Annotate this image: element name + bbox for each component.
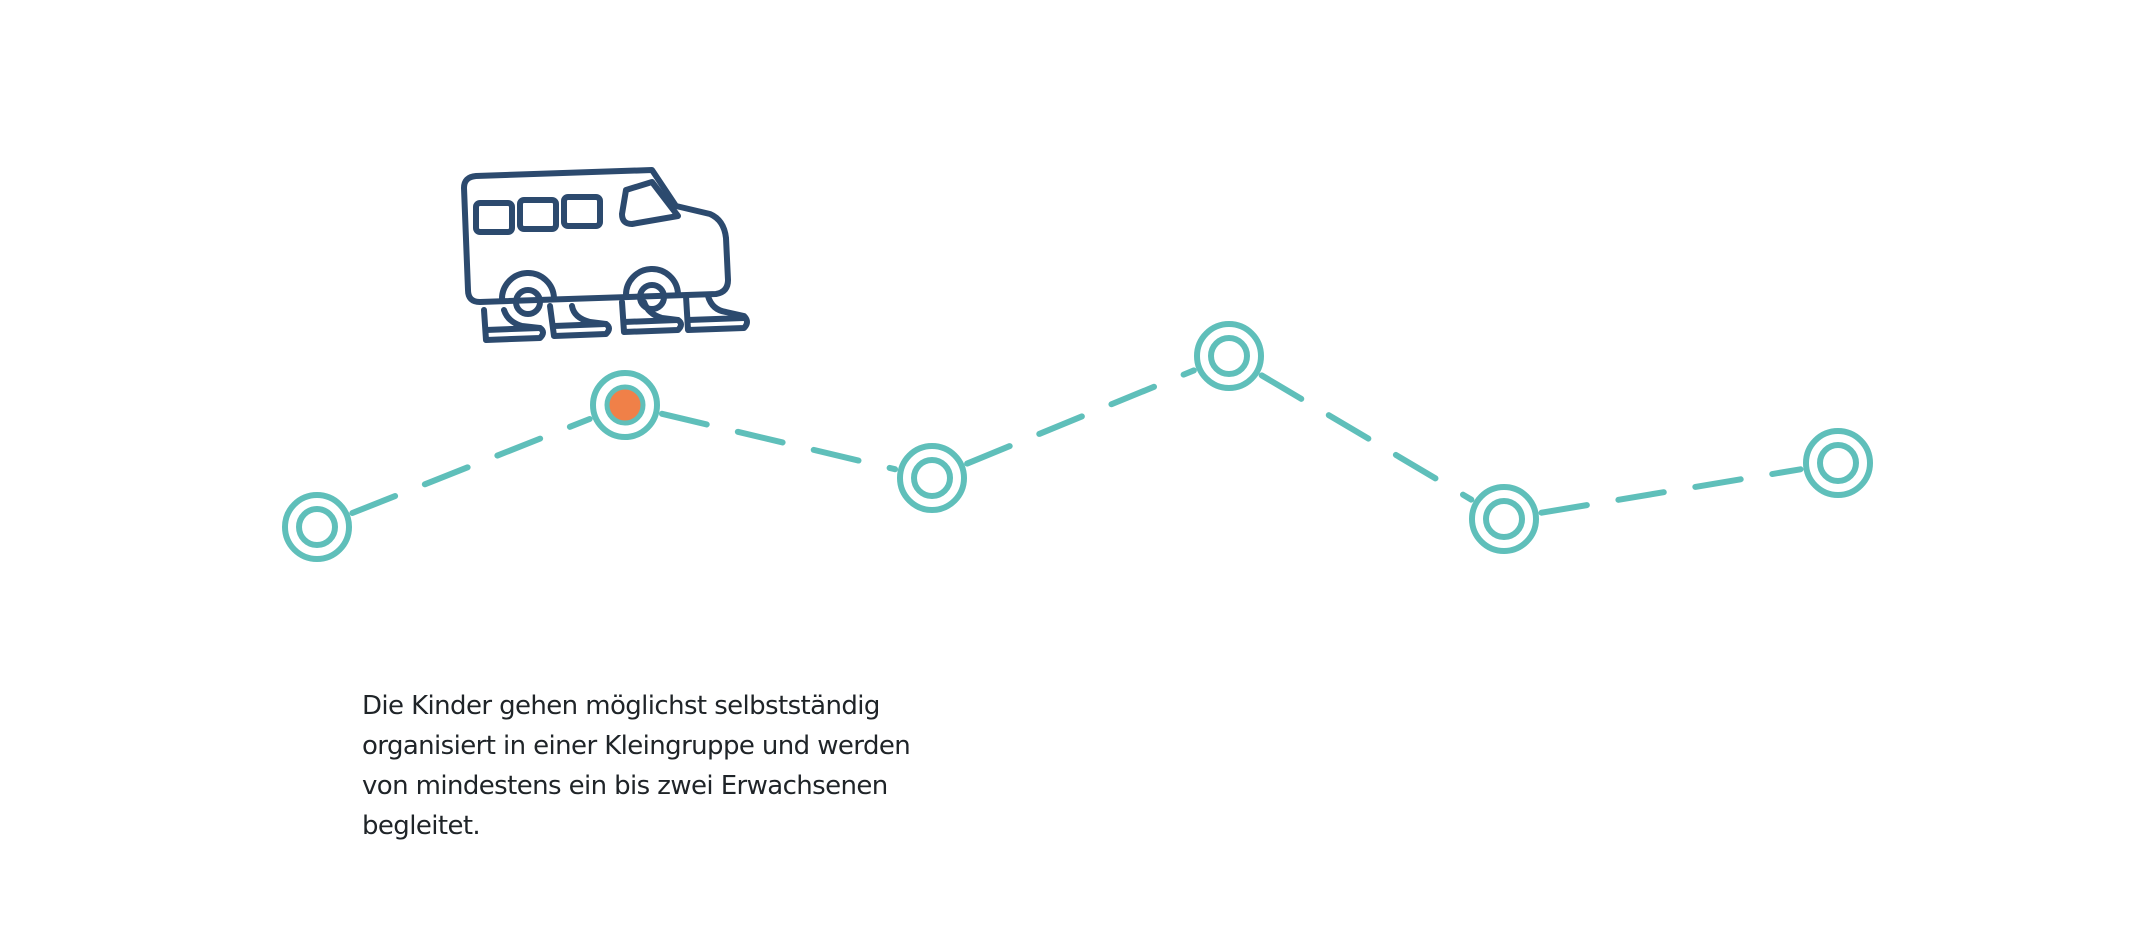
route-path (349, 367, 1804, 517)
route-stop (282, 492, 352, 562)
stop-inner-ring (911, 457, 953, 499)
route-stop (897, 443, 967, 513)
route-segment (658, 410, 899, 473)
stop-ring-icon (282, 492, 352, 562)
stop-ring-icon (1194, 321, 1264, 391)
current-stop (590, 370, 660, 440)
bus-windshield (619, 179, 681, 227)
caption-line: organisiert in einer Kleingruppe und wer… (362, 731, 911, 761)
caption-text: Die Kinder gehen möglichst selbstständig… (362, 686, 922, 846)
bus-body (461, 167, 731, 305)
caption-line: begleitet. (362, 811, 481, 841)
caption-line: Die Kinder gehen möglichst selbstständig (362, 691, 880, 721)
stop-inner-ring (296, 506, 338, 548)
route-segment (964, 367, 1197, 467)
stop-ring-icon (897, 443, 967, 513)
bus-with-feet-icon (461, 167, 750, 343)
stop-ring-icon (1469, 484, 1539, 554)
bus-wheel (498, 270, 557, 317)
caption-line: von mindestens ein bis zwei Erwachsenen (362, 771, 888, 801)
bus-wheel (622, 266, 681, 312)
route-stop (1469, 484, 1539, 554)
stop-inner-ring (1483, 498, 1525, 540)
stop-inner-ring (1817, 442, 1859, 484)
shoe-icon (547, 303, 612, 339)
route-stops (282, 321, 1873, 562)
route-stop (1194, 321, 1264, 391)
current-stop-dot-icon (604, 384, 646, 426)
route-stop (1803, 428, 1873, 498)
bus-window (473, 200, 515, 235)
route-segment (1538, 466, 1804, 516)
bus-window (517, 197, 559, 232)
stop-inner-ring (1208, 335, 1250, 377)
bus-window (561, 194, 603, 229)
route-segment (349, 415, 593, 517)
stop-ring-icon (1803, 428, 1873, 498)
shoe-icon (683, 293, 750, 333)
route-segment (1258, 372, 1475, 503)
